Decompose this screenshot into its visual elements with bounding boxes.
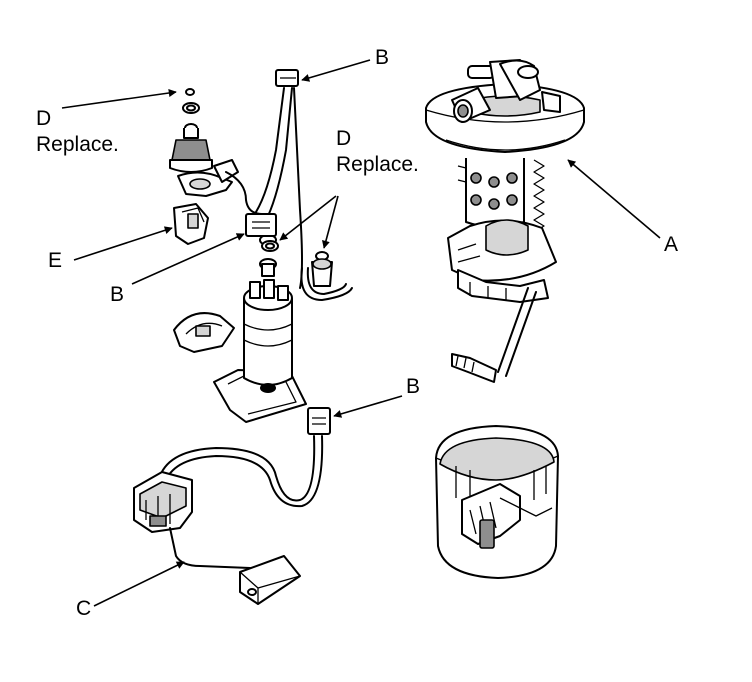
label-d-left: D	[36, 107, 52, 130]
arrow-c	[93, 561, 185, 607]
label-b-top: B	[375, 46, 390, 69]
reservoir-cup	[435, 425, 559, 579]
arrow-d-center-1	[279, 195, 337, 241]
wire-harness-top	[245, 69, 353, 301]
label-d-center: D	[336, 127, 352, 150]
pump-retainer	[173, 312, 235, 353]
label-d-center-note: Replace.	[336, 153, 419, 176]
label-c: C	[76, 597, 92, 620]
arrow-a	[567, 159, 661, 239]
arrow-b-left	[131, 233, 245, 285]
label-b-left: B	[110, 283, 125, 306]
oring-fitting-center	[261, 240, 333, 287]
clip-e	[173, 203, 209, 245]
label-b-right: B	[406, 375, 421, 398]
label-a: A	[664, 233, 679, 256]
fuel-pump-motor	[213, 234, 307, 423]
arrow-b-top	[301, 59, 371, 82]
arrow-e	[73, 226, 173, 261]
fuel-gauge-sender	[133, 407, 331, 605]
arrow-d-left	[61, 89, 177, 109]
leader-arrows	[61, 59, 661, 607]
arrow-d-center-2	[322, 195, 339, 249]
pump-module-assembly	[425, 59, 585, 383]
label-e: E	[48, 249, 63, 272]
pressure-regulator	[169, 88, 263, 215]
label-d-left-note: Replace.	[36, 133, 119, 156]
arrow-b-right	[333, 395, 403, 418]
